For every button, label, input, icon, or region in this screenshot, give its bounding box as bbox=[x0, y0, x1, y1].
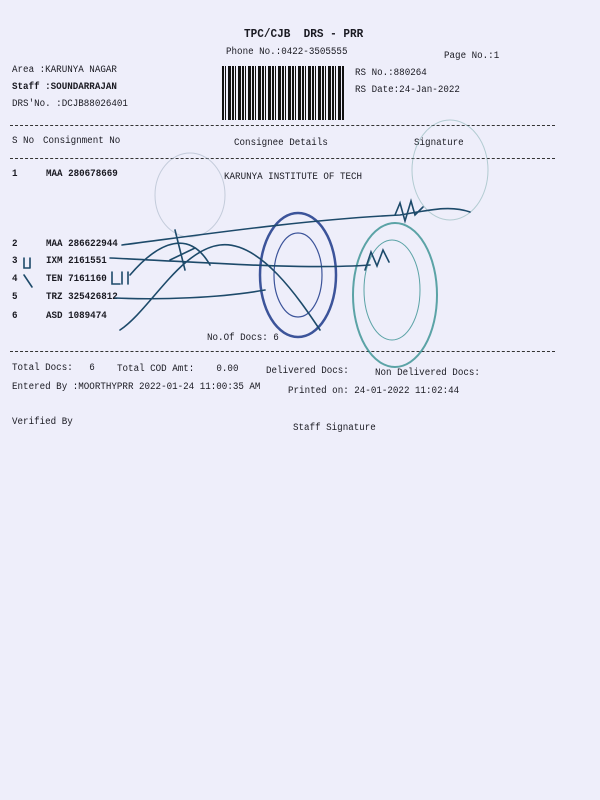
column-header-signature: Signature bbox=[414, 138, 464, 149]
barcode bbox=[222, 66, 344, 120]
faint-stamp-right bbox=[411, 119, 489, 221]
institute-stamp-blue bbox=[258, 211, 338, 339]
row-consignment: TEN 7161160 bbox=[46, 274, 107, 285]
row-consignment: TRZ 325426812 bbox=[46, 292, 118, 303]
row-sno: 3 bbox=[12, 256, 18, 267]
total-docs: Total Docs: 6 bbox=[12, 363, 95, 374]
no-of-docs: No.Of Docs: 6 bbox=[207, 333, 279, 344]
page-number: Page No.:1 bbox=[444, 51, 500, 62]
faint-stamp-left bbox=[154, 152, 226, 238]
row-consignment: MAA 280678669 bbox=[46, 169, 118, 180]
total-cod-amount: Total COD Amt: 0.00 bbox=[117, 364, 239, 375]
printed-on: Printed on: 24-01-2022 11:02:44 bbox=[288, 386, 460, 397]
delivered-docs: Delivered Docs: bbox=[266, 366, 349, 377]
row-consignee: KARUNYA INSTITUTE OF TECH bbox=[224, 172, 363, 183]
column-header-sno: S No bbox=[12, 136, 35, 147]
row-sno: 1 bbox=[12, 169, 18, 180]
area: Area :KARUNYA NAGAR bbox=[12, 65, 117, 76]
staff-signature-label: Staff Signature bbox=[293, 423, 376, 434]
rs-date: RS Date:24-Jan-2022 bbox=[355, 85, 460, 96]
row-sno: 4 bbox=[12, 274, 18, 285]
verified-by-label: Verified By bbox=[12, 417, 73, 428]
phone-number: Phone No.:0422-3505555 bbox=[226, 47, 348, 58]
institute-stamp-teal bbox=[352, 222, 438, 368]
row-consignment: IXM 2161551 bbox=[46, 256, 107, 267]
divider bbox=[10, 125, 555, 126]
row-consignment: MAA 286622944 bbox=[46, 239, 118, 250]
divider bbox=[10, 158, 555, 159]
non-delivered-docs: Non Delivered Docs: bbox=[375, 368, 480, 379]
document-title: TPC/CJB DRS - PRR bbox=[244, 27, 364, 41]
drs-number: DRS'No. :DCJB88026401 bbox=[12, 99, 128, 110]
staff: Staff :SOUNDARRAJAN bbox=[12, 82, 117, 93]
column-header-consignment: Consignment No bbox=[43, 136, 121, 147]
row-sno: 6 bbox=[12, 311, 18, 322]
divider bbox=[10, 351, 555, 352]
row-sno: 5 bbox=[12, 292, 18, 303]
entered-by: Entered By :MOORTHYPRR 2022-01-24 11:00:… bbox=[12, 382, 261, 393]
column-header-consignee: Consignee Details bbox=[234, 138, 328, 149]
row-sno: 2 bbox=[12, 239, 18, 250]
rs-number: RS No.:880264 bbox=[355, 68, 427, 79]
row-consignment: ASD 1089474 bbox=[46, 311, 107, 322]
